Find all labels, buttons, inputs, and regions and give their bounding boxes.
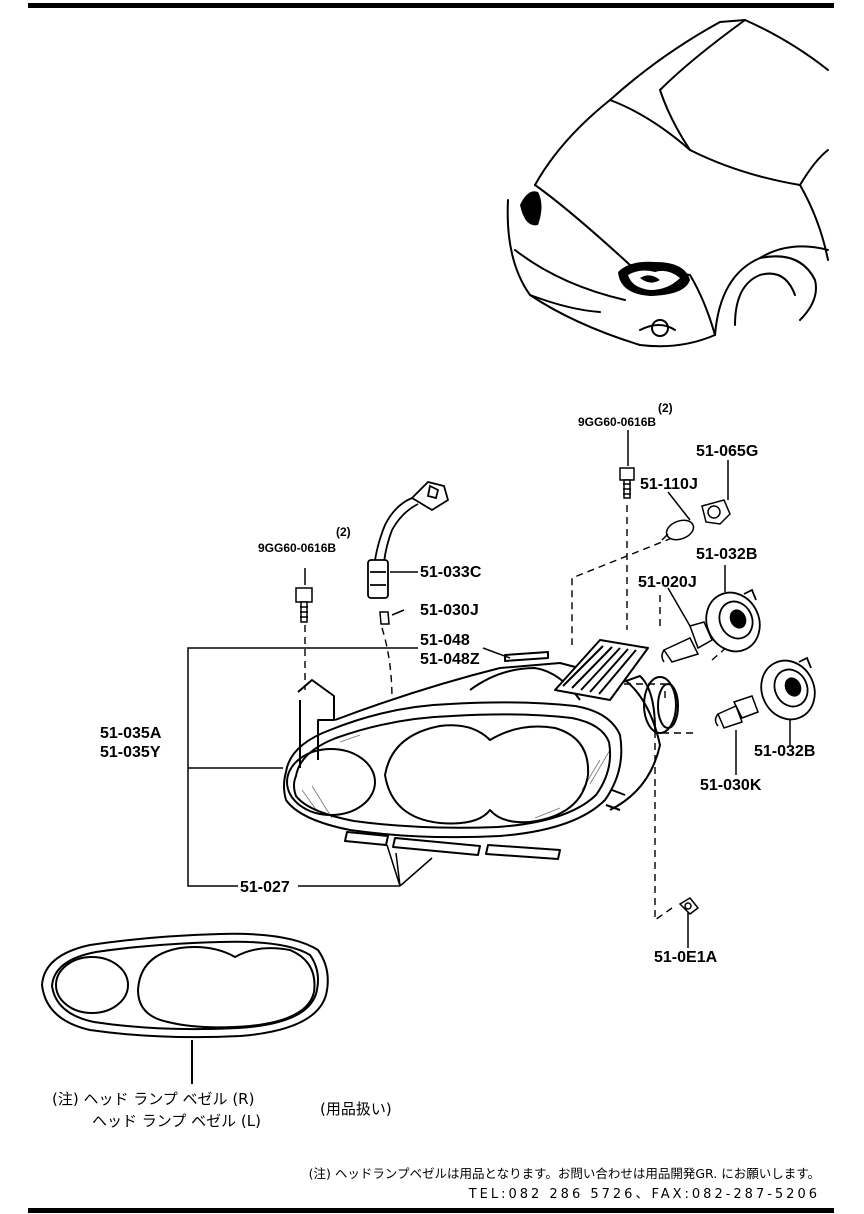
label-51-035Y: 51-035Y: [100, 744, 161, 761]
label-51-048Z: 51-048Z: [420, 651, 480, 668]
label-51-048: 51-048: [420, 632, 470, 649]
bottom-rule: [28, 1208, 834, 1213]
label-51-027: 51-027: [240, 879, 290, 896]
bolt-left: [295, 587, 313, 623]
headlamp-bezel: [40, 932, 329, 1084]
label-bolt-left: 9GG60-0616B: [258, 541, 336, 555]
bezel-note-line2: ヘッド ランプ ベゼル (L): [92, 1112, 261, 1130]
bolt-right: [619, 467, 635, 499]
footer-note: (注) ヘッドランプベゼルは用品となります。お問い合わせは用品開発GR. にお願…: [309, 1166, 820, 1181]
wiring-harness: [367, 481, 450, 599]
label-51-065G: 51-065G: [696, 443, 758, 460]
bulb-51-030K: [714, 695, 759, 729]
cap-51-032B-upper: [705, 588, 761, 653]
label-51-035A: 51-035A: [100, 725, 162, 742]
headlamp-assembly: [283, 639, 679, 860]
label-51-033C: 51-033C: [420, 564, 482, 581]
label-51-032B-upper: 51-032B: [696, 546, 757, 563]
bezel-note-line1: (注) ヘッド ランプ ベゼル (R): [52, 1090, 254, 1108]
label-bolt-qty-right: (2): [658, 401, 673, 415]
top-rule: [28, 3, 834, 8]
leader-lines: [187, 430, 791, 948]
small-bulb-51-030J: [379, 611, 390, 625]
label-51-0E1A: 51-0E1A: [654, 949, 718, 966]
socket-51-065G: [701, 499, 731, 525]
label-bolt-right: 9GG60-0616B: [578, 415, 656, 429]
bulb-51-110J: [661, 519, 695, 541]
label-bolt-qty-left: (2): [336, 525, 351, 539]
cap-51-032B-lower: [760, 656, 816, 721]
label-51-110J: 51-110J: [640, 476, 698, 493]
footer-contact: TEL:082 286 5726、FAX:082-287-5206: [468, 1187, 820, 1202]
bezel-note-suffix: (用品扱い): [320, 1100, 392, 1118]
label-51-030J: 51-030J: [420, 602, 479, 619]
label-51-020J: 51-020J: [638, 574, 697, 591]
clip-51-0E1A: [678, 897, 700, 915]
label-51-030K: 51-030K: [700, 777, 762, 794]
label-51-032B-lower: 51-032B: [754, 743, 815, 760]
bulb-51-020J: [661, 621, 713, 663]
lens-hatching: [301, 734, 611, 819]
car-headlamp-fill: [520, 191, 690, 296]
car-illustration: [506, 19, 829, 348]
